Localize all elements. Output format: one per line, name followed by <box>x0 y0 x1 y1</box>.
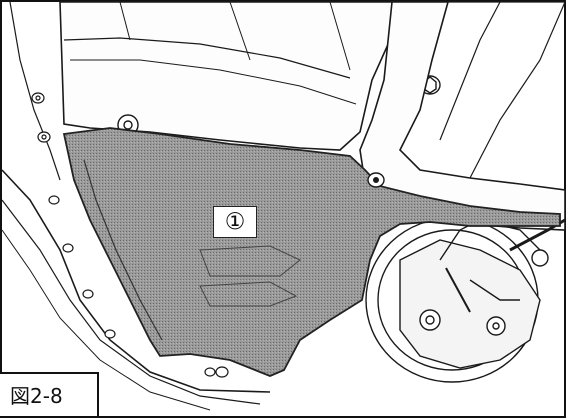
panel-clip-icon <box>215 366 229 378</box>
highlighted-panel <box>62 127 561 377</box>
subframe <box>359 1 566 231</box>
bumper-edge <box>1 169 271 393</box>
wheel-hub <box>365 217 566 383</box>
part-callout: ① <box>213 206 257 238</box>
clip-icons <box>31 92 216 377</box>
figure-label: 図2-8 <box>0 372 99 416</box>
